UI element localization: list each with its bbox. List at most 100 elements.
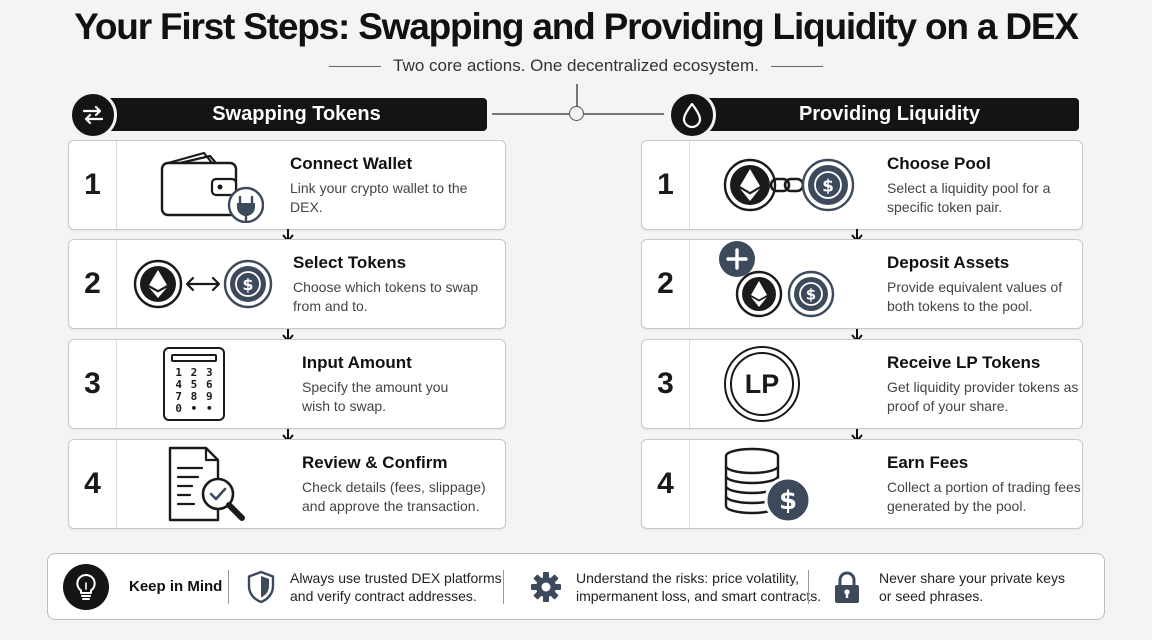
subtitle: Two core actions. One decentralized ecos… bbox=[393, 56, 759, 75]
keypad-key: 1 bbox=[175, 366, 182, 379]
step-desc-line-1: Specify the amount you bbox=[302, 378, 449, 395]
connector-node bbox=[569, 106, 584, 121]
document-magnifier-icon bbox=[157, 440, 257, 528]
step-desc-line-1: Get liquidity provider tokens as bbox=[887, 378, 1079, 395]
padlock-icon bbox=[835, 571, 859, 603]
deposit-tokens-icon: $ bbox=[712, 226, 842, 330]
step-desc-line-2: both tokens to the pool. bbox=[887, 297, 1033, 314]
step-number: 3 bbox=[642, 340, 690, 428]
step-text: Connect Wallet Link your crypto wallet t… bbox=[290, 141, 500, 229]
swap-step-2: 2 $ Select Tokens Choose which tokens to… bbox=[68, 239, 506, 329]
step-text: Earn Fees Collect a portion of trading f… bbox=[887, 440, 1082, 528]
footer-divider bbox=[503, 570, 504, 604]
step-text: Input Amount Specify the amount you wish… bbox=[302, 340, 502, 428]
step-desc-line-2: specific token pair. bbox=[887, 198, 1003, 215]
tip-private-keys: Never share your private keys or seed ph… bbox=[833, 554, 1065, 619]
keypad-key: 4 bbox=[175, 378, 182, 391]
svg-text:$: $ bbox=[779, 486, 797, 516]
step-desc-line-2: from and to. bbox=[293, 297, 368, 314]
tip-line-2: and verify contract addresses. bbox=[290, 587, 477, 604]
step-text: Choose Pool Select a liquidity pool for … bbox=[887, 141, 1082, 229]
page-title: Your First Steps: Swapping and Providing… bbox=[74, 6, 1079, 47]
step-desc-line-1: Check details (fees, slippage) bbox=[302, 478, 486, 495]
step-desc-line-1: Collect a portion of trading fees bbox=[887, 478, 1081, 495]
tip-line-1: Understand the risks: price volatility, bbox=[576, 569, 800, 586]
keypad-key: • bbox=[190, 402, 198, 415]
gear-icon bbox=[531, 571, 561, 602]
tip-text: Understand the risks: price volatility, … bbox=[576, 569, 821, 605]
footer-divider bbox=[228, 570, 229, 604]
keypad-key: 7 bbox=[175, 390, 182, 403]
swap-arrows-icon bbox=[69, 91, 117, 139]
step-desc-line-2: and approve the transaction. bbox=[302, 497, 480, 514]
keep-in-mind-panel: Keep in Mind Always use trusted DEX plat… bbox=[47, 553, 1105, 620]
liquidity-step-3: 3 LP Receive LP Tokens Get liquidity pro… bbox=[641, 339, 1083, 429]
svg-text:$: $ bbox=[806, 286, 816, 304]
step-title: Input Amount bbox=[302, 352, 412, 372]
step-title: Connect Wallet bbox=[290, 153, 413, 173]
connector-left bbox=[492, 113, 569, 115]
tip-trusted-platforms: Always use trusted DEX platforms and ver… bbox=[246, 554, 502, 619]
tip-line-2: impermanent loss, and smart contracts. bbox=[576, 587, 822, 604]
footer-divider bbox=[808, 570, 809, 604]
tip-line-1: Always use trusted DEX platforms bbox=[290, 569, 502, 586]
step-number: 2 bbox=[642, 240, 690, 328]
keep-in-mind-heading: Keep in Mind bbox=[63, 554, 222, 619]
step-text: Receive LP Tokens Get liquidity provider… bbox=[887, 340, 1082, 428]
swap-header-title: Swapping Tokens bbox=[212, 103, 381, 125]
step-desc-line-1: Select a liquidity pool for a bbox=[887, 179, 1051, 196]
keypad-key: 9 bbox=[206, 390, 213, 403]
subtitle-row: Two core actions. One decentralized ecos… bbox=[0, 56, 1152, 76]
step-title: Choose Pool bbox=[887, 153, 991, 173]
liquidity-step-4: 4 $ Earn Fees Collect a portion of tradi… bbox=[641, 439, 1083, 529]
step-title: Review & Confirm bbox=[302, 452, 448, 472]
swap-header: Swapping Tokens bbox=[96, 98, 487, 131]
tip-understand-risks: Understand the risks: price volatility, … bbox=[530, 554, 821, 619]
step-number: 3 bbox=[69, 340, 117, 428]
wallet-plug-icon bbox=[149, 141, 269, 229]
swap-step-1: 1 Connect Wallet Link your crypto wallet… bbox=[68, 140, 506, 230]
swap-step-4: 4 Review & Confirm Check details (fees, … bbox=[68, 439, 506, 529]
step-number: 1 bbox=[69, 141, 117, 229]
liquidity-header: Providing Liquidity bbox=[690, 98, 1079, 131]
keypad-key: 5 bbox=[190, 378, 198, 391]
eth-usdc-swap-icon: $ bbox=[129, 240, 279, 328]
lightbulb-icon bbox=[63, 563, 109, 610]
keypad-key: • bbox=[206, 402, 213, 415]
keypad-key: 2 bbox=[190, 366, 198, 379]
step-desc-line-1: Link your crypto wallet to the DEX. bbox=[290, 179, 468, 215]
water-drop-icon bbox=[668, 91, 716, 139]
subtitle-rule-left bbox=[329, 65, 382, 67]
step-desc-line-2: generated by the pool. bbox=[887, 497, 1027, 514]
keep-in-mind-label: Keep in Mind bbox=[129, 578, 223, 595]
liquidity-step-2: 2 $ Deposit Assets Provide equivalent va… bbox=[641, 239, 1083, 329]
liquidity-step-1: 1 $ Choose Pool Select a liquidity pool … bbox=[641, 140, 1083, 230]
lp-token-label: LP bbox=[744, 368, 780, 399]
tip-line-1: Never share your private keys bbox=[879, 569, 1065, 586]
connector-right bbox=[584, 113, 664, 115]
step-text: Review & Confirm Check details (fees, sl… bbox=[302, 440, 502, 528]
step-text: Select Tokens Choose which tokens to swa… bbox=[293, 240, 503, 328]
tip-line-2: or seed phrases. bbox=[879, 587, 984, 604]
step-number: 1 bbox=[642, 141, 690, 229]
tip-text: Never share your private keys or seed ph… bbox=[879, 569, 1065, 605]
step-text: Deposit Assets Provide equivalent values… bbox=[887, 240, 1082, 328]
svg-text:$: $ bbox=[242, 275, 253, 294]
step-title: Deposit Assets bbox=[887, 252, 1010, 272]
connector-vertical bbox=[576, 84, 578, 108]
tip-text: Always use trusted DEX platforms and ver… bbox=[290, 569, 502, 605]
step-title: Select Tokens bbox=[293, 252, 407, 272]
keypad-key: 6 bbox=[206, 378, 213, 391]
keypad-key: 8 bbox=[190, 390, 198, 403]
keypad-key: 0 bbox=[175, 402, 182, 415]
step-number: 2 bbox=[69, 240, 117, 328]
step-desc-line-2: proof of your share. bbox=[887, 397, 1009, 414]
step-desc-line-1: Choose which tokens to swap bbox=[293, 278, 479, 295]
shield-icon bbox=[247, 570, 275, 603]
subtitle-rule-right bbox=[770, 65, 823, 67]
lp-token-icon: LP bbox=[720, 340, 804, 428]
keypad-key: 3 bbox=[206, 366, 213, 379]
liquidity-header-title: Providing Liquidity bbox=[798, 103, 981, 125]
